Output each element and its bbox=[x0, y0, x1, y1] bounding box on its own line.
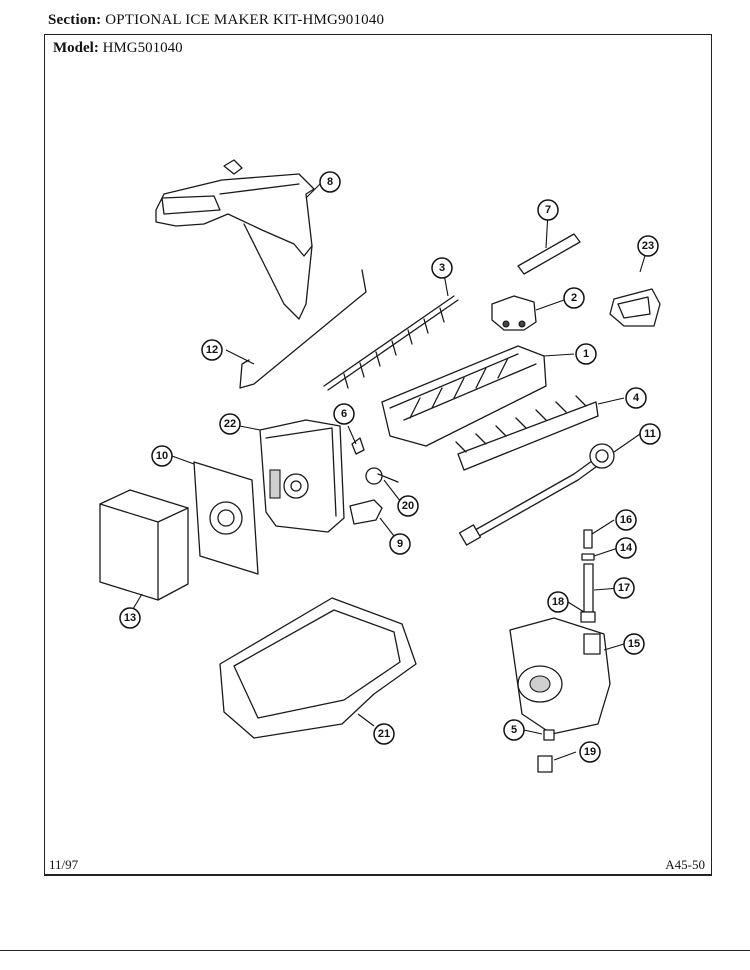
svg-text:12: 12 bbox=[206, 344, 218, 356]
callout-1: 1 bbox=[575, 343, 597, 365]
callout-16: 16 bbox=[615, 509, 637, 531]
svg-text:6: 6 bbox=[341, 408, 347, 420]
svg-text:18: 18 bbox=[552, 596, 564, 608]
part-ejector bbox=[323, 295, 459, 391]
callout-13: 13 bbox=[119, 607, 141, 629]
svg-text:3: 3 bbox=[439, 262, 445, 274]
svg-text:14: 14 bbox=[620, 542, 633, 554]
part-small-bracket bbox=[349, 499, 383, 525]
svg-text:8: 8 bbox=[327, 176, 333, 188]
callout-5: 5 bbox=[503, 719, 525, 741]
part-water-valve bbox=[509, 617, 611, 735]
part-nut-and-fitting bbox=[537, 729, 555, 773]
section-heading: Section: OPTIONAL ICE MAKER KIT-HMG90104… bbox=[48, 12, 384, 29]
svg-text:9: 9 bbox=[397, 538, 403, 550]
footer-date: 11/97 bbox=[49, 857, 79, 872]
callout-21: 21 bbox=[373, 723, 395, 745]
callout-10: 10 bbox=[151, 445, 173, 467]
section-label: Section: bbox=[48, 12, 102, 28]
svg-text:4: 4 bbox=[633, 392, 640, 404]
callout-14: 14 bbox=[615, 537, 637, 559]
callout-18: 18 bbox=[547, 591, 569, 613]
part-cover-plate bbox=[193, 461, 259, 575]
exploded-parts-diagram: 1 2 3 4 5 6 7 8 9 10 11 12 13 14 15 16 1… bbox=[99, 159, 661, 773]
callout-15: 15 bbox=[623, 633, 645, 655]
svg-text:19: 19 bbox=[584, 746, 596, 758]
callout-8: 8 bbox=[319, 171, 341, 193]
part-ice-chute bbox=[155, 159, 315, 320]
svg-text:22: 22 bbox=[224, 418, 236, 430]
part-shutoff-arm bbox=[239, 269, 367, 389]
svg-text:23: 23 bbox=[642, 240, 654, 252]
part-small-bin bbox=[609, 288, 661, 327]
part-cover-box bbox=[99, 489, 189, 601]
svg-text:21: 21 bbox=[378, 728, 390, 740]
model-heading: Model: HMG501040 bbox=[53, 40, 183, 57]
callout-2: 2 bbox=[563, 287, 585, 309]
page-bottom-rule bbox=[0, 950, 750, 951]
part-switch-and-thermostat bbox=[351, 437, 399, 485]
callout-22: 22 bbox=[219, 413, 241, 435]
part-fill-tube-assembly bbox=[580, 529, 596, 623]
part-control-housing bbox=[259, 419, 345, 533]
svg-text:1: 1 bbox=[583, 348, 589, 360]
part-heater bbox=[455, 395, 599, 471]
callout-6: 6 bbox=[333, 403, 355, 425]
callout-4: 4 bbox=[625, 387, 647, 409]
callout-17: 17 bbox=[613, 577, 635, 599]
svg-text:10: 10 bbox=[156, 450, 168, 462]
svg-text:13: 13 bbox=[124, 612, 136, 624]
callout-12: 12 bbox=[201, 339, 223, 361]
svg-text:16: 16 bbox=[620, 514, 632, 526]
callout-3: 3 bbox=[431, 257, 453, 279]
svg-text:11: 11 bbox=[644, 428, 656, 440]
svg-text:15: 15 bbox=[628, 638, 640, 650]
part-bracket bbox=[491, 295, 537, 331]
section-title: OPTIONAL ICE MAKER KIT-HMG901040 bbox=[105, 12, 385, 28]
svg-text:7: 7 bbox=[545, 204, 551, 216]
callout-7: 7 bbox=[537, 199, 559, 221]
svg-text:5: 5 bbox=[511, 724, 517, 736]
callout-19: 19 bbox=[579, 741, 601, 763]
part-ice-bin bbox=[219, 597, 417, 739]
footer-page-code: A45-50 bbox=[665, 857, 705, 872]
callout-23: 23 bbox=[637, 235, 659, 257]
callout-9: 9 bbox=[389, 533, 411, 555]
svg-text:17: 17 bbox=[618, 582, 630, 594]
svg-text:2: 2 bbox=[571, 292, 577, 304]
part-mold bbox=[381, 345, 547, 447]
model-number: HMG501040 bbox=[102, 40, 183, 56]
callout-11: 11 bbox=[639, 423, 661, 445]
model-label: Model: bbox=[53, 40, 99, 56]
svg-text:20: 20 bbox=[402, 500, 414, 512]
part-wire-harness bbox=[458, 443, 615, 546]
part-tube bbox=[517, 233, 581, 275]
footer-divider bbox=[45, 874, 711, 875]
diagram-frame: Model: HMG501040 11/97 A45-50 bbox=[44, 34, 712, 876]
callout-20: 20 bbox=[397, 495, 419, 517]
